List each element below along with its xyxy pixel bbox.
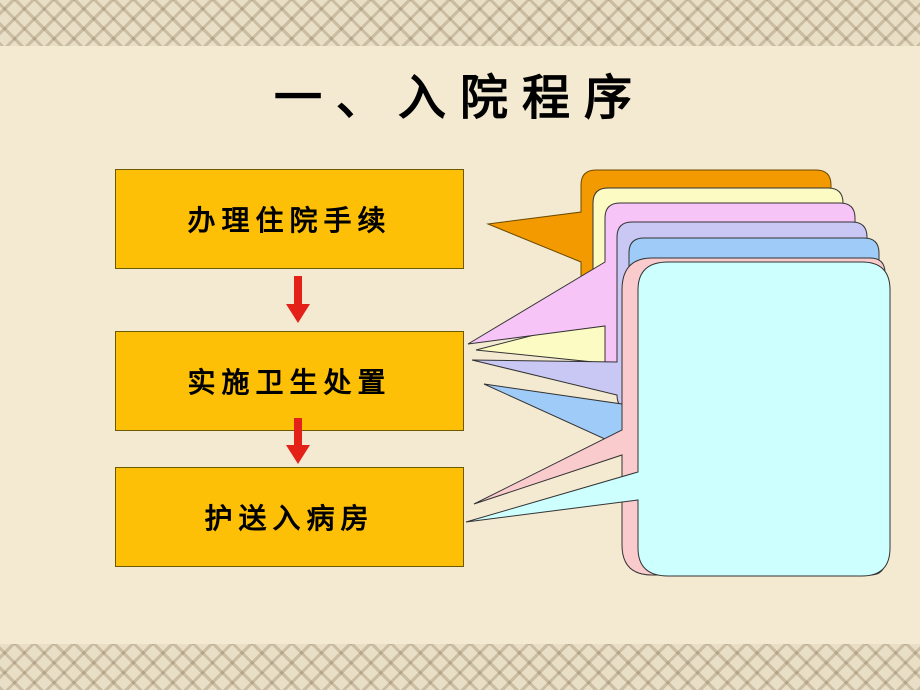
callout-cyan[interactable] <box>465 261 891 577</box>
top-decorative-border <box>0 0 920 46</box>
step-box-admission-procedures[interactable]: 办理住院手续 <box>115 169 464 269</box>
step-box-escort-to-ward[interactable]: 护送入病房 <box>115 467 464 567</box>
slide-title: 一、入院程序 <box>273 70 646 126</box>
step-box-sanitation[interactable]: 实施卫生处置 <box>115 331 464 431</box>
arrow-down-1 <box>286 276 310 323</box>
arrow-down-2 <box>286 418 310 464</box>
bottom-decorative-border <box>0 644 920 690</box>
